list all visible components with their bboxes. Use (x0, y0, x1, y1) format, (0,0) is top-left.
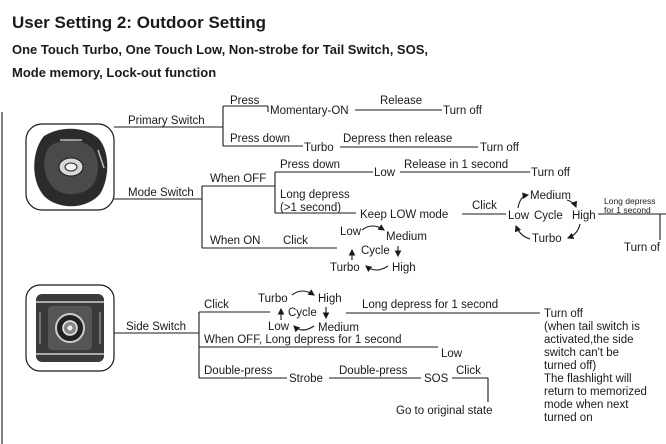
mode-click-on: Click (283, 235, 308, 247)
mode-when-off: When OFF (210, 173, 266, 185)
mode-switch-label: Mode Switch (128, 187, 194, 199)
mode-on-low: Low (340, 226, 362, 238)
side-turn-off-note: Turn off (when tail switch is activated,… (544, 308, 647, 424)
side-note-line-6: The flashlight will (544, 373, 632, 385)
side-cycle-turbo: Turbo (258, 293, 288, 305)
mode-on-medium: Medium (386, 231, 427, 243)
mode-press-down: Press down (280, 159, 340, 171)
side-note-line-2: (when tail switch is (544, 321, 640, 333)
side-note-line-8: mode when next (544, 399, 629, 411)
page-subtitle-line-1: One Touch Turbo, One Touch Low, Non-stro… (12, 42, 428, 57)
side-note-line-5: turned off) (544, 360, 596, 372)
mode-cycle-medium: Medium (530, 190, 571, 202)
side-cycle-low: Low (268, 321, 290, 333)
side-long-depress-1s: Long depress for 1 second (362, 299, 498, 311)
side-note-line-3: activated,the side (544, 334, 634, 346)
primary-depress-release: Depress then release (343, 133, 452, 145)
mode-long-depress: Long depress (280, 189, 350, 201)
mode-keep-low: Keep LOW mode (360, 209, 448, 221)
side-click: Click (204, 299, 229, 311)
side-switch-label: Side Switch (126, 321, 186, 333)
side-sos: SOS (424, 373, 449, 385)
side-low: Low (441, 348, 463, 360)
mode-cycle-word: Cycle (534, 210, 563, 222)
side-cycle-high: High (318, 293, 342, 305)
primary-press-down-label: Press down (230, 133, 290, 145)
side-go-original: Go to original state (396, 405, 493, 417)
primary-release-label: Release (380, 95, 422, 107)
mode-release-1s: Release in 1 second (404, 159, 508, 171)
primary-press-label: Press (230, 95, 260, 107)
mode-gt-1s: (>1 second) (280, 202, 341, 214)
side-note-line-4: switch can't be (544, 347, 619, 359)
side-note-line-7: return to memorized (544, 386, 647, 398)
side-note-line-1: Turn off (544, 308, 584, 320)
side-cycle-word: Cycle (288, 307, 317, 319)
tail-switch-image (25, 123, 115, 211)
mode-cycle-turbo: Turbo (532, 233, 562, 245)
side-when-off-long: When OFF, Long depress for 1 second (204, 334, 402, 346)
mode-on-cycle: Cycle (361, 245, 390, 257)
page-title: User Setting 2: Outdoor Setting (12, 13, 266, 32)
side-click-sos: Click (456, 365, 481, 377)
side-double-press-1: Double-press (204, 365, 273, 377)
mode-long-depress-small-1: Long depress (604, 196, 656, 206)
side-cycle-medium: Medium (318, 322, 359, 334)
primary-turbo: Turbo (304, 142, 334, 154)
side-double-press-2: Double-press (339, 365, 408, 377)
mode-cycle-high: High (572, 210, 596, 222)
mode-long-depress-small-2: for 1 second (604, 205, 651, 215)
primary-momentary-on: Momentary-ON (270, 105, 349, 117)
mode-on-high: High (392, 262, 416, 274)
mode-turn-off-1: Turn off (531, 167, 571, 179)
mode-turn-off-cut: Turn of (624, 242, 661, 254)
primary-turn-off-2: Turn off (480, 142, 520, 154)
mode-click: Click (472, 200, 497, 212)
mode-when-on: When ON (210, 235, 261, 247)
primary-turn-off-1: Turn off (443, 105, 483, 117)
side-strobe: Strobe (289, 373, 323, 385)
primary-switch-label: Primary Switch (128, 115, 205, 127)
mode-low: Low (374, 167, 396, 179)
page-subtitle-line-2: Mode memory, Lock-out function (12, 65, 216, 80)
mode-cycle-low: Low (508, 210, 530, 222)
side-switch-image (25, 284, 115, 372)
mode-on-turbo: Turbo (330, 262, 360, 274)
side-note-line-9: turned on (544, 412, 593, 424)
